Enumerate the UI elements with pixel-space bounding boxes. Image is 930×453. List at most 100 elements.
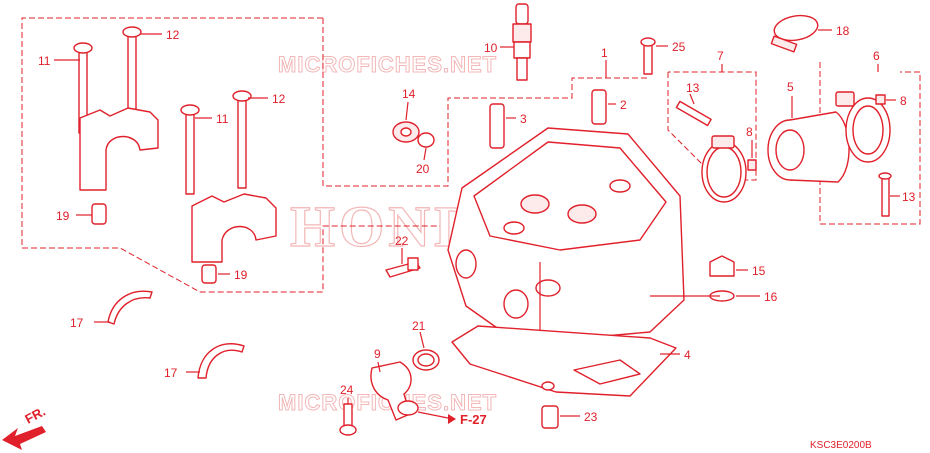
bolt-12-upper-head xyxy=(122,26,142,38)
callout-16: 16 xyxy=(764,290,778,304)
spark-plug-10 xyxy=(512,3,532,81)
bolt-25-head xyxy=(640,37,656,47)
nut-8-upper xyxy=(875,94,886,105)
callout-22: 22 xyxy=(395,234,409,248)
hose-clamp-7-inner xyxy=(706,146,742,198)
gasket-hole xyxy=(541,381,555,391)
dowel-pin-23 xyxy=(541,405,559,429)
callout-17b: 17 xyxy=(164,366,178,380)
cylinder-head-1 xyxy=(447,127,685,341)
leader-21 xyxy=(419,331,425,349)
valve-guide-2 xyxy=(591,89,607,125)
head-gasket-4 xyxy=(451,325,677,397)
cylinder-head-top-face xyxy=(473,141,667,251)
stud-hole xyxy=(535,279,561,297)
crescent-seal-17-upper xyxy=(107,290,153,325)
spark-plug-thread xyxy=(516,57,528,81)
callout-3: 3 xyxy=(520,112,527,126)
callout-20: 20 xyxy=(416,162,430,176)
bolt-11-lower-head xyxy=(180,104,200,116)
cam-bore-right xyxy=(567,204,597,224)
spark-plug-insulator xyxy=(512,23,532,43)
callout-12b: 12 xyxy=(272,92,286,106)
arrow-f27-icon xyxy=(448,414,456,424)
leader-f27 xyxy=(417,411,449,419)
holder-6-inner xyxy=(852,105,884,155)
callout-4: 4 xyxy=(684,348,691,362)
seal-14-bore xyxy=(400,127,412,137)
callout-1: 1 xyxy=(601,46,608,60)
bolt-11-upper-head xyxy=(73,42,93,54)
callout-10: 10 xyxy=(484,41,498,55)
callout-15: 15 xyxy=(752,264,766,278)
callout-23: 23 xyxy=(584,410,598,424)
callout-11b: 11 xyxy=(216,112,229,126)
bolt-24-head xyxy=(339,424,357,436)
cap-nut-15 xyxy=(709,255,735,277)
bolt-11-lower xyxy=(185,107,195,195)
elbow-outlet xyxy=(397,400,419,416)
band-18-buckle xyxy=(770,35,798,53)
callout-21: 21 xyxy=(412,319,426,333)
leader-13a xyxy=(689,93,695,105)
callout-19b: 19 xyxy=(234,268,248,282)
holder-6-tab xyxy=(835,91,855,107)
valve-guide-3 xyxy=(489,103,505,149)
insulator-holder-6 xyxy=(835,91,891,163)
intake-port-left xyxy=(455,249,477,279)
plug-well-a xyxy=(503,221,525,235)
callout-9: 9 xyxy=(374,347,381,361)
callout-19a: 19 xyxy=(56,209,70,223)
front-arrow-icon xyxy=(2,426,46,450)
cam-bore-left xyxy=(520,194,550,214)
o-ring-20 xyxy=(417,132,435,148)
bolt-25 xyxy=(643,41,653,75)
o-ring-21-inner xyxy=(417,353,435,367)
camshaft-holder-lower xyxy=(180,90,277,284)
reference-f27: F-27 xyxy=(460,412,487,427)
watermark-top: MICROFICHES.NET xyxy=(278,52,497,77)
diagram-code: KSC3E0200B xyxy=(810,440,872,451)
stud-bolt-22-collar xyxy=(407,257,419,271)
leader-14 xyxy=(405,101,409,121)
camshaft-holder-upper-body xyxy=(79,107,159,191)
callout-13a: 13 xyxy=(686,81,700,95)
dowel-pin-19-upper xyxy=(91,203,107,225)
bolt-12-lower xyxy=(237,91,247,189)
crescent-seal-17-lower xyxy=(197,343,245,379)
screw-13-upper xyxy=(675,100,712,127)
callout-8a: 8 xyxy=(746,125,753,139)
gasket-cutout xyxy=(573,359,641,385)
callout-8b: 8 xyxy=(900,94,907,108)
exhaust-port xyxy=(503,289,529,319)
callout-17a: 17 xyxy=(70,316,84,330)
spark-plug-hex xyxy=(513,41,531,59)
callout-12a: 12 xyxy=(166,28,180,42)
band-18 xyxy=(770,14,819,53)
callout-6: 6 xyxy=(873,49,880,63)
callout-14: 14 xyxy=(402,87,416,101)
plug-well-b xyxy=(609,179,631,193)
leader-20 xyxy=(423,147,427,161)
leader-9 xyxy=(377,361,381,373)
camshaft-holder-lower-body xyxy=(191,193,277,263)
direction-label: FR. xyxy=(22,404,48,427)
spark-plug-terminal xyxy=(515,3,529,25)
insulator-5-bore xyxy=(775,129,805,171)
camshaft-holder-frame xyxy=(322,18,648,187)
camshaft-holder-upper xyxy=(73,26,159,225)
bolt-12-lower-head xyxy=(232,90,252,102)
screw-13-lower-head xyxy=(878,172,892,180)
callout-18: 18 xyxy=(836,24,850,38)
nut-8-lower xyxy=(747,159,757,171)
front-direction-indicator: FR. xyxy=(2,404,48,450)
insulator-5 xyxy=(767,111,850,183)
callout-7: 7 xyxy=(717,49,724,63)
callout-5: 5 xyxy=(787,80,794,94)
screw-13-lower xyxy=(881,175,890,217)
hose-clamp-7-screw-box xyxy=(711,135,735,149)
callout-24: 24 xyxy=(340,383,354,397)
dowel-pin-19-lower xyxy=(201,264,217,284)
callout-25: 25 xyxy=(672,40,686,54)
